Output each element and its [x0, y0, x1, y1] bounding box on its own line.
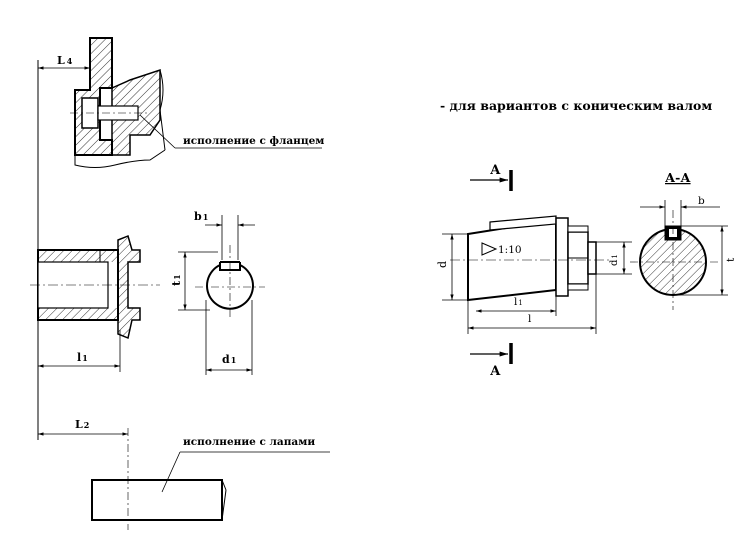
- svg-text:А: А: [490, 163, 501, 178]
- label-flange: исполнение с фланцем: [183, 135, 324, 147]
- paws-base: [91, 451, 330, 521]
- label-d1: d1: [222, 353, 236, 366]
- dim-cl1-cl: l1 l: [467, 274, 597, 334]
- dim-l1: l1: [38, 330, 121, 372]
- svg-text:d1: d1: [609, 254, 620, 266]
- section-label: А-А: [665, 170, 691, 185]
- conical-shaft: 1:10: [450, 215, 610, 302]
- svg-text:d: d: [436, 261, 449, 268]
- svg-text:L2: L2: [75, 418, 89, 431]
- section-a-a: b t: [630, 195, 737, 310]
- flange-assembly: [70, 37, 322, 168]
- svg-text:b: b: [698, 195, 705, 207]
- svg-text:1:10: 1:10: [498, 244, 522, 256]
- svg-text:l: l: [528, 313, 532, 325]
- dim-cd: d: [436, 233, 468, 301]
- hollow-shaft-section: [30, 234, 160, 340]
- svg-text:t: t: [725, 257, 737, 262]
- svg-text:l1: l1: [77, 351, 88, 364]
- keyed-bore: [178, 215, 265, 375]
- label-t1: t1: [170, 274, 183, 286]
- dim-cd1: d1: [596, 241, 632, 275]
- view-arrow-a-top: А: [470, 163, 513, 191]
- view-arrow-a-bottom: А: [470, 343, 513, 379]
- conical-title: - для вариантов с коническим валом: [440, 98, 712, 113]
- label-paws: исполнение с лапами: [183, 436, 315, 448]
- label-b1: b1: [194, 210, 208, 223]
- svg-text:L4: L4: [57, 54, 73, 67]
- svg-text:А: А: [490, 364, 501, 379]
- dim-l2: L2: [38, 418, 129, 530]
- svg-text:l1: l1: [514, 296, 523, 308]
